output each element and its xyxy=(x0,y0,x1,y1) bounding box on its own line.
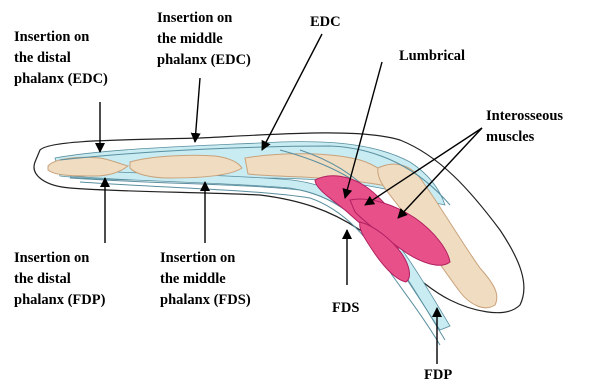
arrow-ins-middle-edc xyxy=(195,78,200,142)
label-edc: EDC xyxy=(310,12,341,33)
label-insertion-middle-fds: Insertion on the middle phalanx (FDS) xyxy=(160,248,251,311)
label-interosseous-muscles: Interosseous muscles xyxy=(486,106,563,148)
label-insertion-middle-edc: Insertion on the middle phalanx (EDC) xyxy=(157,8,251,71)
label-fdp: FDP xyxy=(424,365,452,386)
label-insertion-distal-edc: Insertion on the distal phalanx (EDC) xyxy=(14,27,108,90)
label-fds: FDS xyxy=(332,298,359,319)
label-insertion-distal-fdp: Insertion on the distal phalanx (FDP) xyxy=(14,248,105,311)
label-lumbrical: Lumbrical xyxy=(399,46,465,67)
